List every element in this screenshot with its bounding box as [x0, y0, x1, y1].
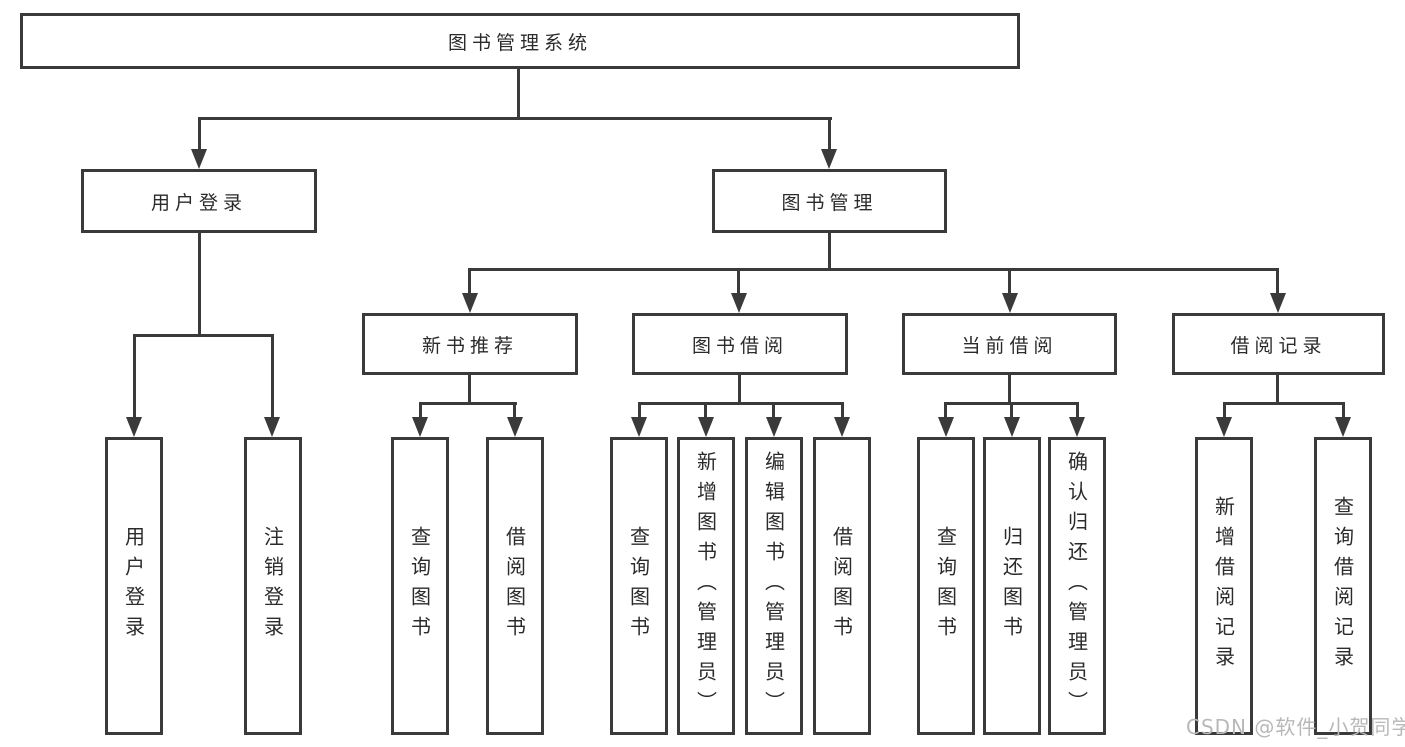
connector-borrowing-stub-2: [704, 402, 707, 419]
node-leaf-query-books-current: 查询图书: [917, 437, 975, 735]
connector-bookmgmt-stub-1: [468, 268, 471, 295]
connector-bookmgmt-stub-3: [1008, 268, 1011, 295]
node-leaf-query-borrow-record: 查询借阅记录: [1314, 437, 1372, 735]
connector-current-stub-1: [944, 402, 947, 419]
connector-bookmgmt-stub-2: [737, 268, 740, 295]
node-library-system: 图书管理系统: [20, 13, 1020, 69]
connector-root-stub-left: [198, 117, 201, 151]
node-leaf-query-books-recommend: 查询图书: [391, 437, 449, 735]
arrowhead-book-borrowing: [731, 293, 747, 313]
connector-records-stem: [1276, 375, 1279, 404]
arrowhead-query-books-borrowing: [631, 417, 647, 437]
connector-bookmgmt-stem: [828, 233, 831, 271]
node-new-book-recommend: 新书推荐: [362, 313, 578, 375]
node-user-login: 用户登录: [81, 169, 317, 233]
arrowhead-query-books-recommend: [412, 417, 428, 437]
connector-current-stem: [1008, 375, 1011, 404]
arrowhead-new-book-recommend: [462, 293, 478, 313]
connector-borrowing-bar: [638, 402, 844, 405]
arrowhead-query-books-current: [938, 417, 954, 437]
connector-recommend-stub-1: [419, 402, 422, 419]
node-leaf-borrow-books-recommend: 借阅图书: [486, 437, 544, 735]
connector-bookmgmt-bar: [468, 268, 1279, 271]
csdn-watermark: CSDN @软件_小贺同学: [1186, 715, 1405, 739]
arrowhead-query-borrow-record: [1335, 417, 1351, 437]
node-leaf-borrow-books-borrowing: 借阅图书: [813, 437, 871, 735]
connector-records-stub-1: [1223, 402, 1226, 419]
connector-borrowing-stub-3: [772, 402, 775, 419]
connector-userlogin-bar: [133, 334, 274, 337]
connector-borrowing-stub-1: [638, 402, 641, 419]
node-leaf-return-books: 归还图书: [983, 437, 1041, 735]
arrowhead-borrowing-records: [1270, 293, 1286, 313]
connector-recommend-stem: [468, 375, 471, 404]
node-leaf-confirm-return-admin: 确认归还（管理员）: [1048, 437, 1106, 735]
arrowhead-borrow-books-borrowing: [834, 417, 850, 437]
node-current-borrowing: 当前借阅: [902, 313, 1117, 375]
node-leaf-user-login: 用户登录: [105, 437, 163, 735]
node-leaf-query-books-borrowing: 查询图书: [610, 437, 668, 735]
connector-recommend-stub-2: [513, 402, 516, 419]
arrowhead-confirm-return-admin: [1069, 417, 1085, 437]
connector-userlogin-stub-2: [271, 334, 274, 419]
arrowhead-user-login: [191, 149, 207, 169]
connector-root-stem: [517, 69, 520, 119]
node-book-borrowing: 图书借阅: [632, 313, 848, 375]
arrowhead-book-management: [821, 149, 837, 169]
connector-recommend-bar: [419, 402, 517, 405]
connector-root-stub-right: [828, 117, 831, 151]
connector-records-stub-2: [1342, 402, 1345, 419]
node-book-management: 图书管理: [712, 169, 947, 233]
node-leaf-add-borrow-record: 新增借阅记录: [1195, 437, 1253, 735]
arrowhead-borrow-books-recommend: [507, 417, 523, 437]
arrowhead-current-borrowing: [1002, 293, 1018, 313]
arrowhead-return-books: [1004, 417, 1020, 437]
node-borrowing-records: 借阅记录: [1172, 313, 1385, 375]
connector-current-stub-3: [1076, 402, 1079, 419]
node-leaf-add-book-admin: 新增图书（管理员）: [677, 437, 735, 735]
connector-bookmgmt-stub-4: [1276, 268, 1279, 295]
connector-userlogin-stub-1: [133, 334, 136, 419]
connector-userlogin-stem: [198, 233, 201, 336]
connector-borrowing-stub-4: [841, 402, 844, 419]
arrowhead-add-borrow-record: [1216, 417, 1232, 437]
connector-root-bar: [198, 117, 832, 120]
node-leaf-logout: 注销登录: [244, 437, 302, 735]
arrowhead-add-book-admin: [698, 417, 714, 437]
connector-records-bar: [1223, 402, 1345, 405]
arrowhead-edit-book-admin: [766, 417, 782, 437]
arrowhead-leaf-user-login: [126, 417, 142, 437]
connector-current-stub-2: [1010, 402, 1013, 419]
node-leaf-edit-book-admin: 编辑图书（管理员）: [745, 437, 803, 735]
arrowhead-leaf-logout: [264, 417, 280, 437]
connector-borrowing-stem: [738, 375, 741, 404]
